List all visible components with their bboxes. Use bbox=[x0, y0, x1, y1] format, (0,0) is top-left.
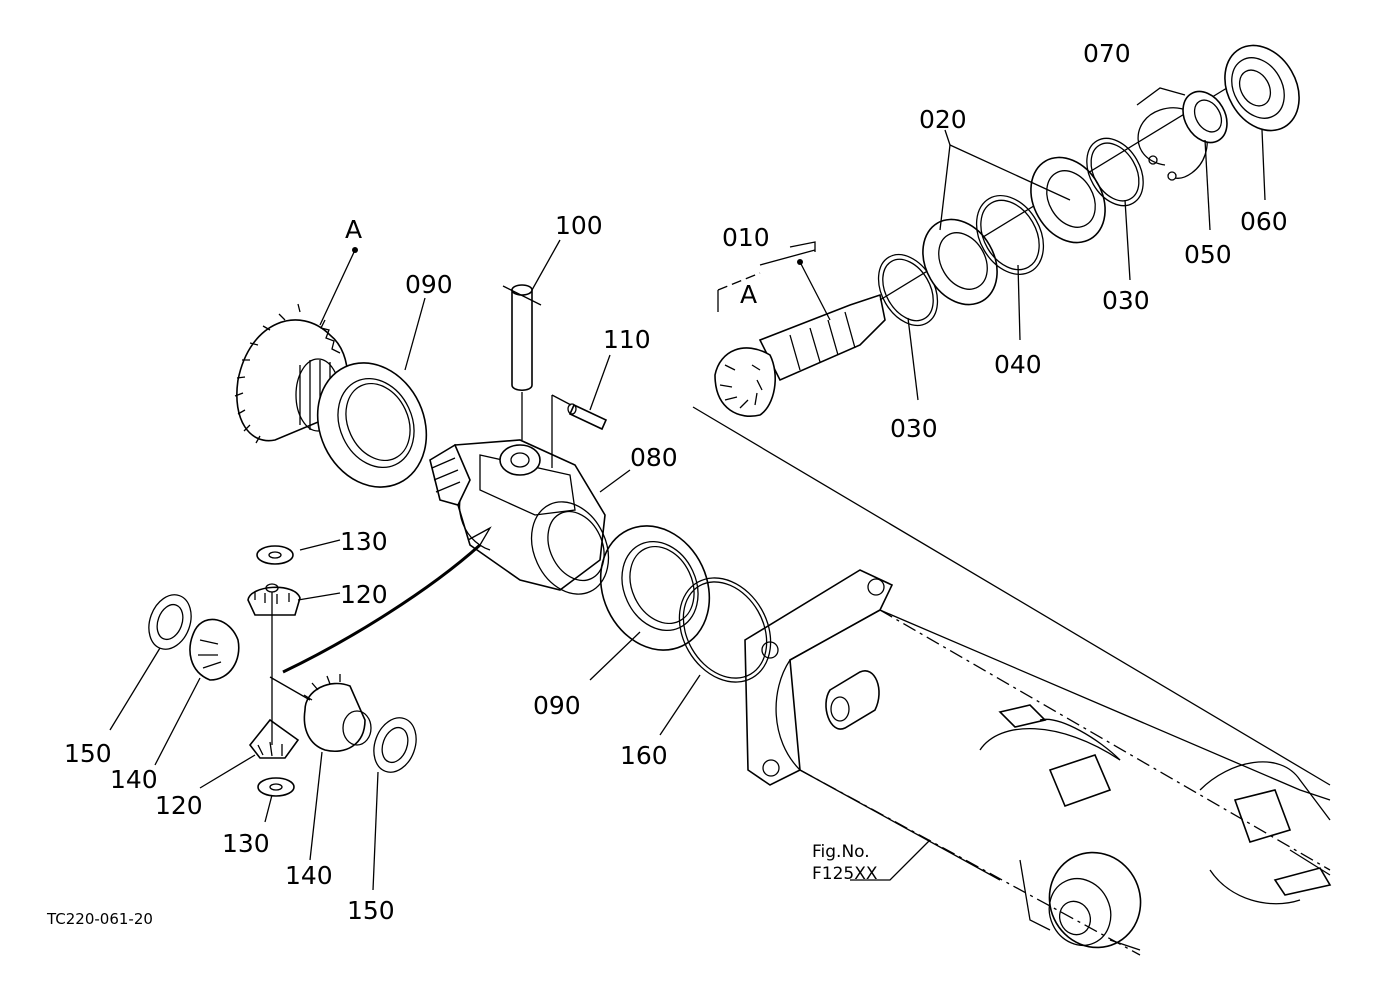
pin-100 bbox=[502, 284, 542, 440]
view-marker-a-shaft: A bbox=[717, 241, 831, 321]
callout-130-lower: 130 bbox=[222, 829, 270, 858]
callout-140-left: 140 bbox=[110, 765, 158, 794]
bearing-090-lower bbox=[599, 525, 711, 651]
view-marker-a-label: A bbox=[345, 215, 362, 244]
callout-130-upper: 130 bbox=[340, 527, 388, 556]
callout-030-left: 030 bbox=[890, 414, 938, 443]
callout-110: 110 bbox=[603, 325, 651, 354]
bearing-020-right bbox=[1030, 156, 1106, 244]
view-marker-a-gear: A bbox=[319, 215, 362, 326]
callout-050: 050 bbox=[1184, 240, 1232, 269]
fig-ref-line2: F125XX bbox=[812, 864, 878, 884]
callout-060: 060 bbox=[1240, 207, 1288, 236]
callout-070: 070 bbox=[1083, 39, 1131, 68]
pinion-shaft bbox=[714, 79, 1241, 417]
callout-160: 160 bbox=[620, 741, 668, 770]
callout-100: 100 bbox=[555, 211, 603, 240]
callout-080: 080 bbox=[630, 443, 678, 472]
callout-120-lower: 120 bbox=[155, 791, 203, 820]
o-ring-160 bbox=[678, 577, 772, 683]
washer-130-upper bbox=[256, 545, 294, 565]
side-gear-140-right bbox=[303, 674, 372, 752]
drawing-code: TC220-061-20 bbox=[46, 910, 153, 928]
callout-040: 040 bbox=[994, 350, 1042, 379]
pin-110 bbox=[551, 394, 608, 468]
callout-010: 010 bbox=[722, 223, 770, 252]
callout-150-left: 150 bbox=[64, 739, 112, 768]
axle-housing bbox=[692, 249, 1332, 956]
view-marker-a-label-shaft: A bbox=[740, 280, 757, 309]
washer-130-lower bbox=[257, 777, 295, 797]
callout-030-right: 030 bbox=[1102, 286, 1150, 315]
side-gear-140-left bbox=[189, 618, 240, 681]
callout-090-upper: 090 bbox=[405, 270, 453, 299]
leader-lines bbox=[109, 87, 1266, 891]
shim-030-right bbox=[1086, 137, 1144, 207]
oil-seal-060 bbox=[1224, 44, 1300, 132]
callout-120-upper: 120 bbox=[340, 580, 388, 609]
pinion-gear-120-upper bbox=[247, 583, 301, 616]
callout-090-lower: 090 bbox=[533, 691, 581, 720]
pinion-axis bbox=[269, 526, 492, 745]
differential-case bbox=[429, 439, 610, 595]
pinion-gear-120-lower bbox=[248, 718, 300, 759]
nut-050 bbox=[1182, 90, 1228, 144]
callout-020: 020 bbox=[919, 105, 967, 134]
fig-ref-line1: Fig.No. bbox=[812, 842, 870, 862]
collar-040 bbox=[975, 195, 1045, 275]
callout-140-right: 140 bbox=[285, 861, 333, 890]
callout-150-right: 150 bbox=[347, 896, 395, 925]
callouts: 070 020 010 060 050 030 040 030 100 110 … bbox=[64, 39, 1288, 925]
bearing-090-upper bbox=[316, 362, 428, 488]
figure-reference: Fig.No. F125XX bbox=[812, 842, 878, 884]
bearing-020-left bbox=[922, 218, 998, 306]
